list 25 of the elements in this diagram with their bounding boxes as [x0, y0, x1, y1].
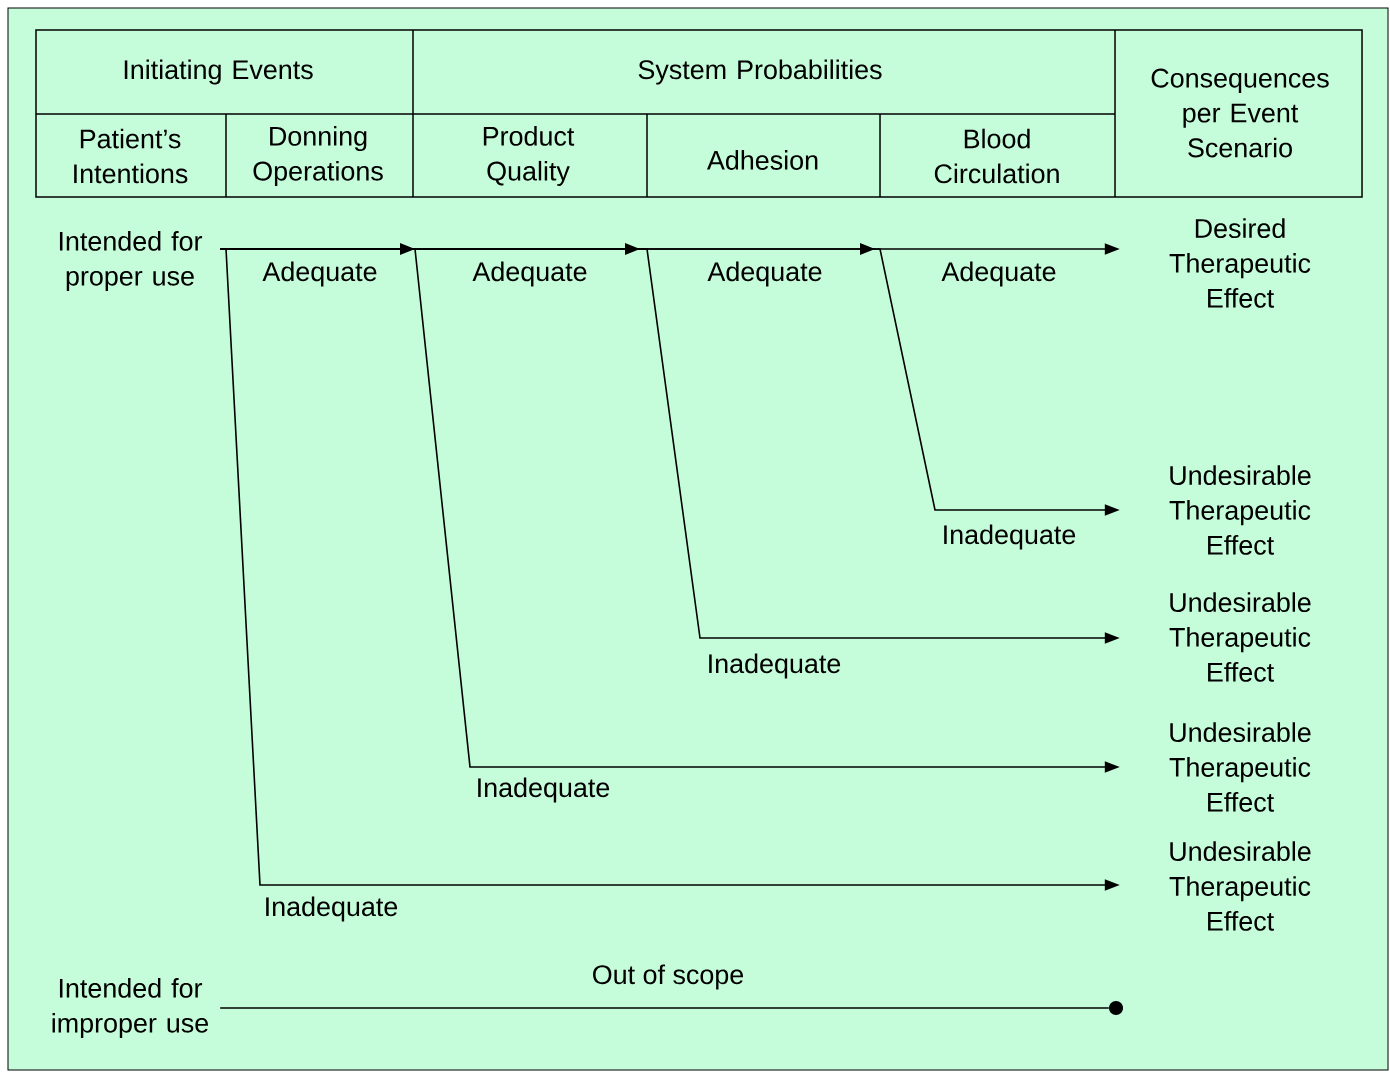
outcome-text: Undesirable Therapeutic Effect: [1169, 841, 1311, 931]
column-header: Consequences per Event Scenario: [1151, 68, 1329, 158]
column-header: Adhesion: [706, 150, 818, 170]
column-header: Initiating Events: [124, 59, 313, 85]
branch-label: Adequate: [707, 261, 822, 287]
edge-label: Out of scope: [589, 962, 747, 992]
branch-label: Inadequate: [709, 653, 841, 679]
column-header: Donning Operations: [253, 126, 383, 186]
column-header: System Probabilities: [638, 59, 882, 85]
branch-label: Inadequate: [478, 777, 610, 803]
outcome-text: Desired Therapeutic Effect: [1169, 218, 1311, 308]
event-text: Intended for improper use: [52, 978, 208, 1038]
column-header: Blood Circulation: [934, 128, 1059, 184]
event-text: Intended for proper use: [59, 231, 203, 291]
column-header: Product Quality: [483, 126, 575, 186]
branch-label: Inadequate: [944, 524, 1076, 550]
end-dot: [1109, 1001, 1123, 1015]
branch-label: Adequate: [472, 261, 587, 287]
outcome-text: Undesirable Therapeutic Effect: [1169, 722, 1311, 812]
outcome-text: Undesirable Therapeutic Effect: [1169, 465, 1311, 555]
branch-label: Adequate: [262, 261, 377, 287]
outcome-text: Undesirable Therapeutic Effect: [1169, 592, 1311, 682]
column-header: Patient’s Intentions: [74, 128, 188, 184]
branch-label: Inadequate: [266, 896, 398, 922]
branch-label: Adequate: [941, 261, 1056, 287]
